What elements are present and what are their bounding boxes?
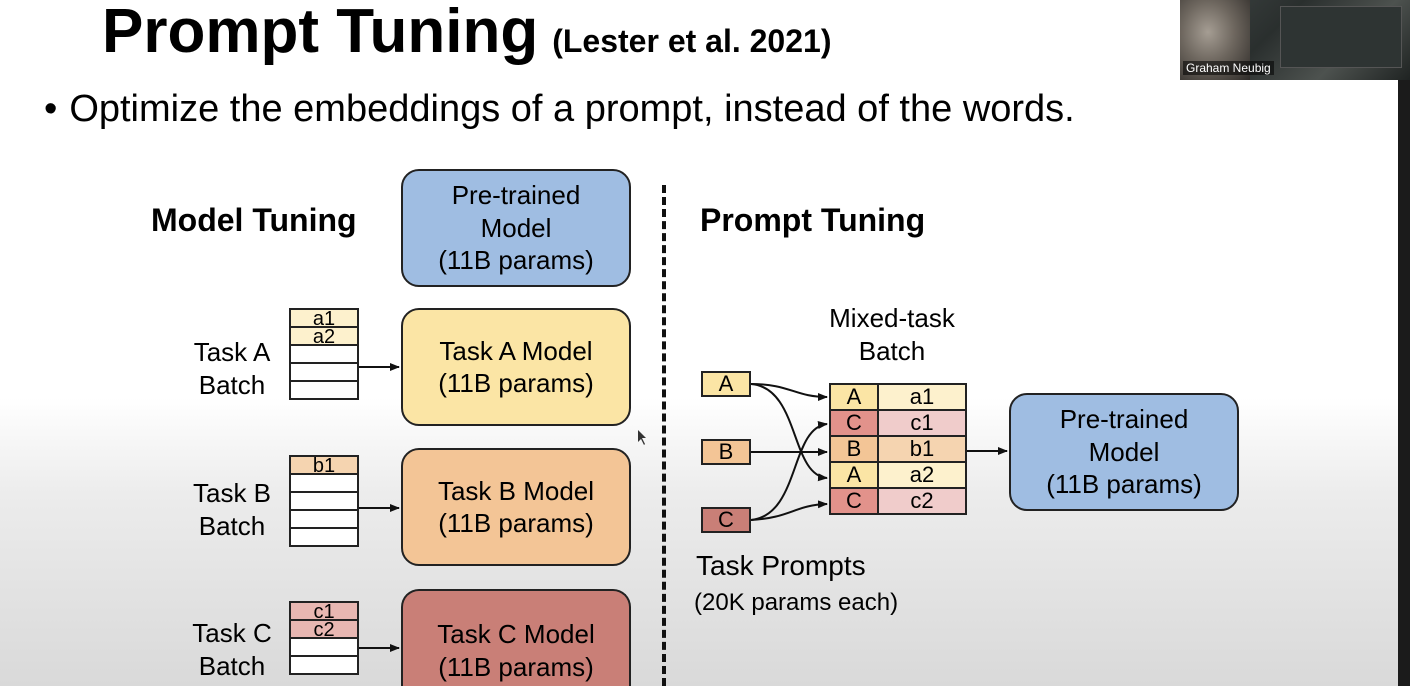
task-b-batch-label: Task B Batch [182,477,282,544]
mixed-row-example: a2 [877,461,967,489]
prompt-a-box: A [701,371,751,397]
task-c-batch: c1 c2 [289,601,359,675]
arrow-prompt-a-to-row1 [750,383,828,401]
mixed-row-task: A [829,383,879,411]
task-prompts-label: Task Prompts [696,550,866,581]
task-c-label-1: Task C [192,618,272,648]
task-b-model-line1: Task B Model [437,475,595,506]
task-c-model-box: Task C Model (11B params) [401,589,631,686]
task-c-label-2: Batch [198,651,266,682]
mixed-task-batch-label: Mixed-task Batch [812,302,972,369]
task-c-model-line1: Task C Model [437,619,595,649]
batch-cell: c1 [289,601,359,622]
pretrained-line3: (11B params) [438,245,594,276]
speaker-name-tag: Graham Neubig [1183,61,1274,75]
batch-cell: a2 [289,326,359,347]
prompt-tuning-heading: Prompt Tuning [700,202,926,238]
bullet-text: Optimize the embeddings of a prompt, ins… [69,88,1075,130]
right-edge-strip [1398,80,1410,686]
batch-cell [289,527,359,547]
batch-cell [289,655,359,675]
mixed-row-example: a1 [877,383,967,411]
mixed-task-batch-table: A a1 C c1 B b1 A a2 C c2 [829,383,967,515]
pretrained-right-line1: Pre-trained [1059,404,1189,435]
task-a-model-line1: Task A Model [439,335,593,366]
pretrained-right-line3: (11B params) [1046,469,1202,500]
arrow-prompt-c-to-row2 [750,421,828,521]
prompt-b-box: B [701,439,751,465]
blackboard-image [1280,6,1402,68]
task-a-label-2: Batch [198,370,266,401]
task-b-batch: b1 [289,455,359,547]
mixed-row: A a1 [829,383,967,411]
mixed-row-example: b1 [877,435,967,463]
task-b-label-2: Batch [198,511,266,542]
title-citation: (Lester et al. 2021) [552,23,832,59]
task-a-batch-label: Task A Batch [182,336,282,403]
task-prompts-sublabel: (20K params each) [694,589,899,616]
task-a-batch: a1 a2 [289,308,359,400]
mixed-label-2: Batch [858,336,926,367]
task-c-model-line2: (11B params) [438,651,594,682]
arrow-prompt-c-to-row5 [750,500,828,521]
task-b-model-line2: (11B params) [438,508,594,538]
pretrained-model-box-left: Pre-trained Model (11B params) [401,169,631,287]
title-text: Prompt Tuning [102,0,539,66]
mixed-row: A a2 [829,461,967,489]
task-a-model-box: Task A Model (11B params) [401,308,631,426]
pretrained-line2: Model [480,212,552,243]
mixed-label-1: Mixed-task [829,303,955,333]
batch-cell: a1 [289,308,359,329]
task-b-label-1: Task B [192,478,272,508]
mouse-cursor-icon [638,430,646,445]
mixed-row-task: C [829,487,879,515]
bullet-point: • Optimize the embeddings of a prompt, in… [44,88,1075,131]
task-a-model-line2: (11B params) [438,368,594,398]
mixed-row: B b1 [829,435,967,463]
batch-cell: b1 [289,455,359,476]
mixed-row-example: c1 [877,409,967,437]
pretrained-line1: Pre-trained [451,180,581,211]
arrow-prompt-a-to-row4 [750,383,828,482]
divider-dashed-line [662,185,666,686]
bullet-dot: • [44,88,58,130]
mixed-row-example: c2 [877,487,967,515]
mixed-row: C c2 [829,487,967,515]
pretrained-model-box-right: Pre-trained Model (11B params) [1009,393,1239,511]
prompt-c-box: C [701,507,751,533]
task-b-model-box: Task B Model (11B params) [401,448,631,566]
task-c-batch-label: Task C Batch [182,617,282,684]
webcam-video[interactable]: Graham Neubig [1180,0,1410,80]
task-a-label-1: Task A [193,337,271,367]
slide-title: Prompt Tuning (Lester et al. 2021) [102,0,831,66]
pretrained-right-line2: Model [1088,436,1160,467]
model-tuning-heading: Model Tuning [151,202,357,238]
batch-cell [289,380,359,400]
